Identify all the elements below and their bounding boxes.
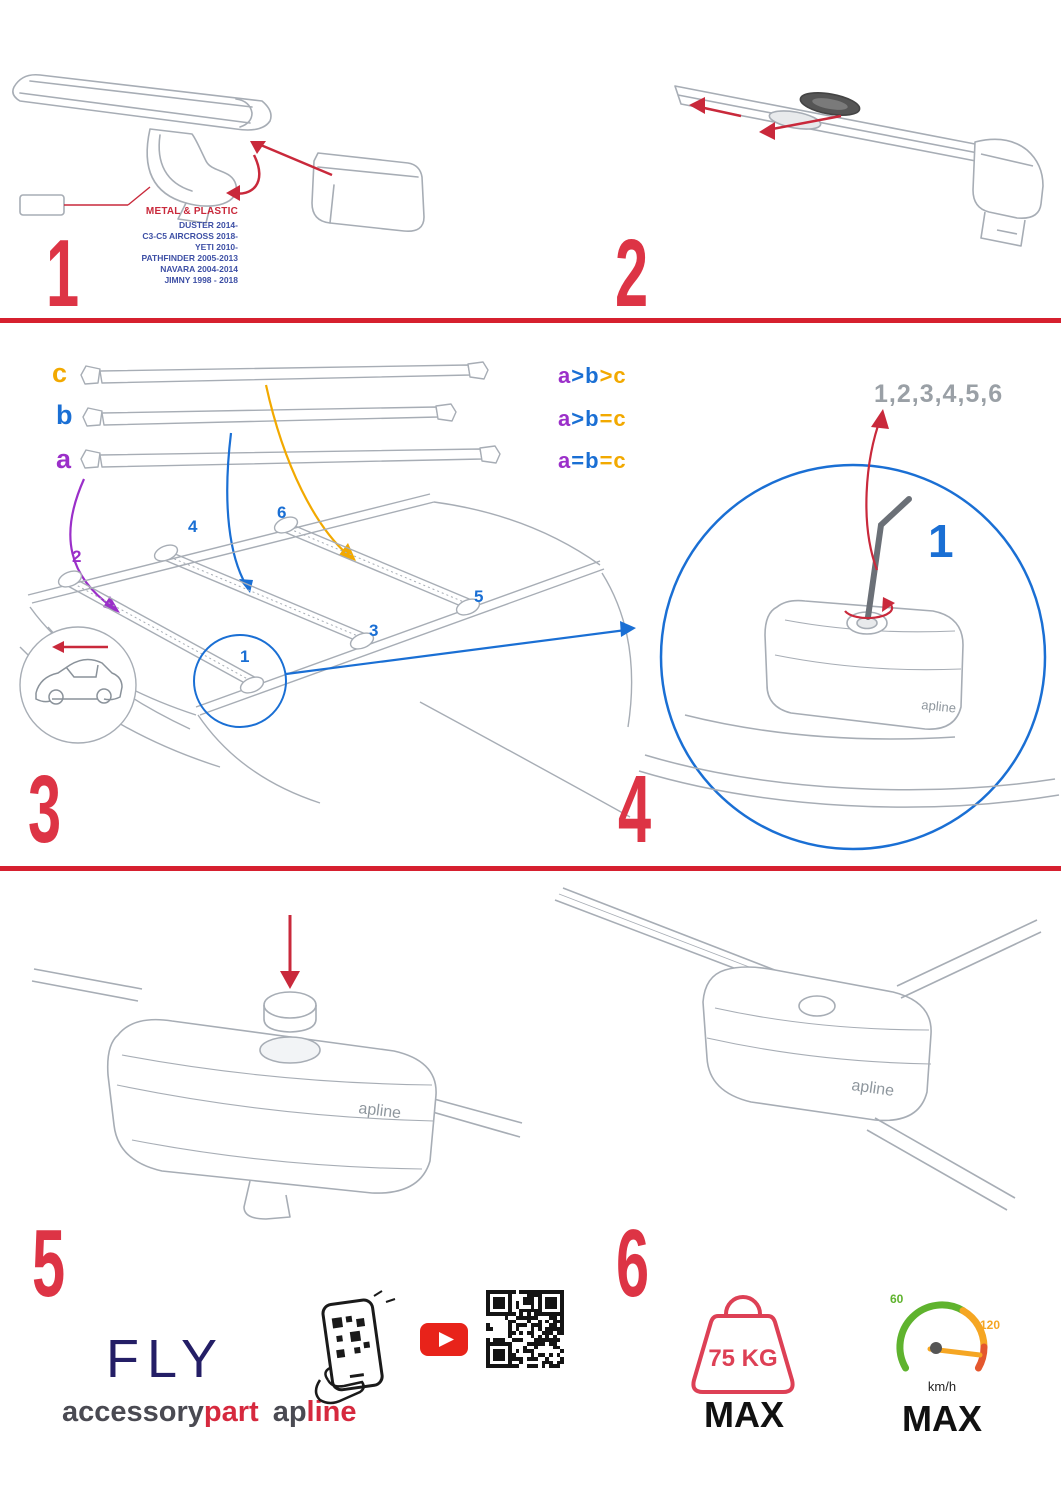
clamp-hook xyxy=(146,128,238,207)
max-weight-icon: 75 KG xyxy=(691,1295,795,1394)
vehicle-model: PATHFINDER 2005-2013 xyxy=(141,253,238,263)
step5-number: 5 xyxy=(32,1210,65,1317)
zoom-pointer-line xyxy=(285,628,627,676)
cover-piece xyxy=(311,152,425,233)
cover-cap xyxy=(263,991,317,1019)
step5-illustration: apline xyxy=(31,915,523,1220)
roof-position-4: 4 xyxy=(188,517,198,536)
weight-limit: 75 KG xyxy=(708,1345,777,1372)
speedometer-icon: 60 120 km/h xyxy=(890,1292,1000,1394)
step2-illustration xyxy=(674,85,1044,247)
section-divider xyxy=(0,866,1061,871)
material-label: METAL & PLASTIC xyxy=(145,206,238,217)
roof-position-3: 3 xyxy=(369,621,379,640)
brand-line: line xyxy=(306,1396,357,1428)
step3-number: 3 xyxy=(28,756,61,863)
roof-position-5: 5 xyxy=(474,587,484,606)
vehicle-model: DUSTER 2014- xyxy=(178,220,238,230)
length-formula-3: a=b=c xyxy=(558,448,627,473)
tightening-sequence: 1,2,3,4,5,6 xyxy=(874,380,1004,408)
bar-label-b: b xyxy=(56,400,73,430)
roof-position-6: 6 xyxy=(277,503,287,522)
sequence-arrow xyxy=(865,416,883,571)
section-divider xyxy=(0,318,1061,323)
bar-slot xyxy=(768,110,822,130)
foot-clamp xyxy=(972,138,1044,220)
step1-number: 1 xyxy=(46,220,79,327)
qr-code xyxy=(486,1290,564,1368)
speed-max-tick: 120 xyxy=(980,1318,1000,1332)
speed-unit: km/h xyxy=(928,1379,956,1394)
allen-key xyxy=(865,496,912,620)
weight-max-label: MAX xyxy=(704,1394,784,1435)
metal-plate-callout xyxy=(19,194,65,216)
brand-ap: ap xyxy=(272,1396,307,1428)
vehicle-model: NAVARA 2004-2014 xyxy=(160,264,238,274)
vehicle-model: C3-C5 AIRCROSS 2018- xyxy=(142,231,238,241)
step3-illustration xyxy=(19,361,636,818)
bar-b xyxy=(101,406,439,426)
brand-accessory: accessory xyxy=(62,1396,204,1428)
clamp-body xyxy=(702,966,932,1122)
roof-position-2: 2 xyxy=(72,547,82,566)
bar-label-c: c xyxy=(52,358,68,388)
brand-embossed: apline xyxy=(358,1100,403,1122)
step4-illustration: apline xyxy=(638,409,1060,851)
first-position-number: 1 xyxy=(928,515,954,567)
vehicle-model: JIMNY 1998 - 2018 xyxy=(164,275,238,285)
roof-position-1: 1 xyxy=(240,647,250,666)
bar-label-a: a xyxy=(56,444,72,474)
length-formula-2: a>b=c xyxy=(558,406,627,431)
step2-number: 2 xyxy=(615,220,648,327)
brand-embossed: apline xyxy=(850,1077,895,1100)
step4-number: 4 xyxy=(618,756,651,863)
vehicle-model: YETI 2010- xyxy=(195,242,238,252)
rubber-pad xyxy=(799,92,861,116)
car-direction-inset xyxy=(19,626,137,744)
youtube-icon xyxy=(420,1323,468,1356)
step6-number: 6 xyxy=(616,1210,649,1317)
product-name: FLY xyxy=(106,1329,226,1389)
vehicle-model-list: DUSTER 2014- C3-C5 AIRCROSS 2018- YETI 2… xyxy=(70,220,238,286)
speed-max-label: MAX xyxy=(902,1398,982,1439)
speed-min: 60 xyxy=(890,1292,904,1306)
brand-embossed: apline xyxy=(921,697,957,716)
length-formula-1: a>b>c xyxy=(558,363,627,388)
position1-highlight-circle xyxy=(193,634,287,728)
brand-part: part xyxy=(203,1396,259,1428)
step1-illustration xyxy=(12,73,425,233)
step6-illustration: apline xyxy=(554,887,1042,1211)
rotation-arrow xyxy=(844,604,894,620)
scan-phone-icon xyxy=(314,1290,396,1405)
crossbar-drawing xyxy=(12,73,425,233)
step1-arrows xyxy=(64,141,333,206)
hand xyxy=(314,1366,365,1405)
bar-c xyxy=(99,364,471,384)
